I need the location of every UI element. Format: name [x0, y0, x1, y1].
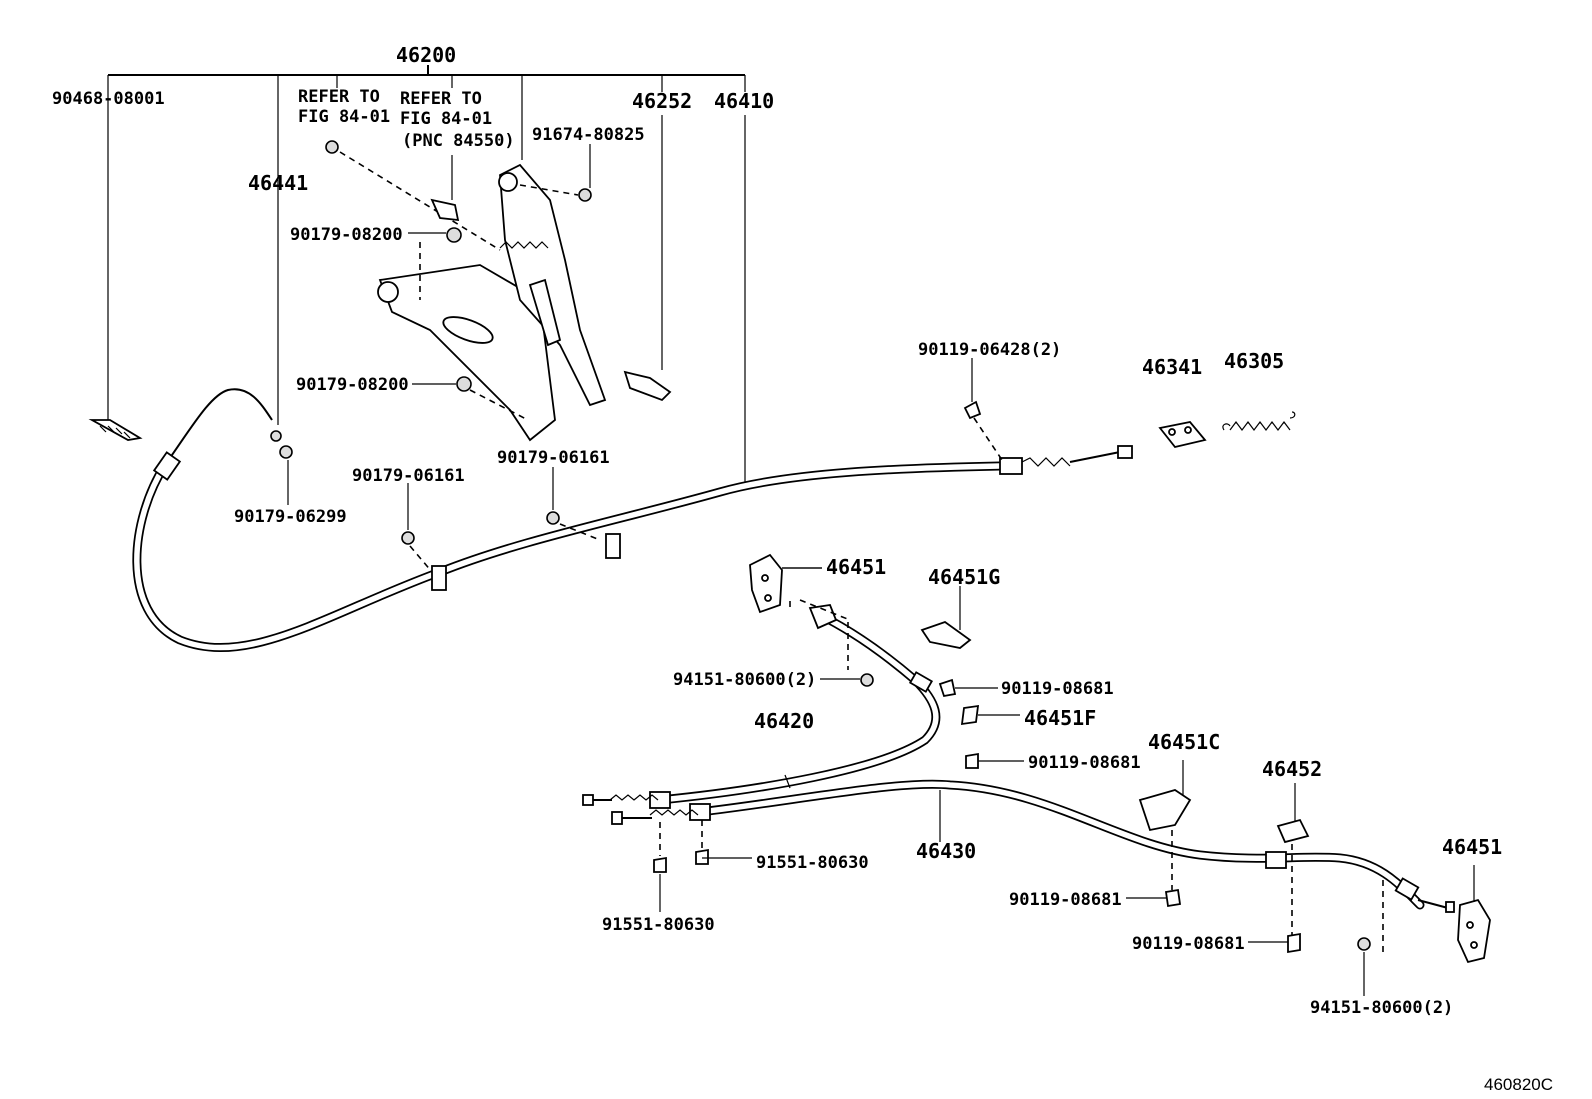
assembly-bracket — [107, 65, 746, 482]
label-90119-06428: 90119-06428(2) — [918, 340, 1061, 360]
label-90179-06161-a: 90179-06161 — [497, 448, 610, 468]
label-91551-80630-b: 91551-80630 — [602, 915, 715, 935]
label-46451G: 46451G — [928, 565, 1000, 589]
label-94151-80600-b: 94151-80600(2) — [1310, 998, 1453, 1018]
leader-lines — [287, 144, 1365, 996]
label-46451C: 46451C — [1148, 730, 1220, 754]
label-46410: 46410 — [714, 89, 774, 113]
label-46200: 46200 — [396, 43, 456, 67]
main-cable-46410 — [132, 388, 1133, 652]
label-46341: 46341 — [1142, 355, 1202, 379]
label-refer-2-line3: (PNC 84550) — [402, 131, 515, 151]
label-46451F: 46451F — [1024, 706, 1096, 730]
label-91551-80630-a: 91551-80630 — [756, 853, 869, 873]
rear-cable-46430 — [611, 779, 1455, 913]
label-refer-1-line1: REFER TO — [298, 87, 380, 107]
drawing-code: 460820C — [1484, 1075, 1553, 1094]
label-46252: 46252 — [632, 89, 692, 113]
label-refer-1-line2: FIG 84-01 — [298, 107, 390, 127]
label-refer-2-line1: REFER TO — [400, 89, 482, 109]
label-46420: 46420 — [754, 709, 814, 733]
label-90179-08200-a: 90179-08200 — [290, 225, 403, 245]
label-90119-08681-c: 90119-08681 — [1009, 890, 1122, 910]
rear-cable-46420 — [582, 599, 941, 809]
label-90179-06299: 90179-06299 — [234, 507, 347, 527]
label-90119-08681-a: 90119-08681 — [1001, 679, 1114, 699]
label-46451-b: 46451 — [1442, 835, 1502, 859]
label-90179-08200-b: 90179-08200 — [296, 375, 409, 395]
label-46452: 46452 — [1262, 757, 1322, 781]
fasteners-top — [270, 140, 1003, 573]
part-labels: 46200 90468-08001 REFER TO FIG 84-01 REF… — [52, 43, 1553, 1094]
label-46430: 46430 — [916, 839, 976, 863]
label-refer-2-line2: FIG 84-01 — [400, 109, 492, 129]
label-46441: 46441 — [248, 171, 308, 195]
label-90119-08681-b: 90119-08681 — [1028, 753, 1141, 773]
equalizer-and-spring — [1158, 411, 1296, 449]
label-46451-a: 46451 — [826, 555, 886, 579]
label-91674-80825: 91674-80825 — [532, 125, 645, 145]
label-90119-08681-d: 90119-08681 — [1132, 934, 1245, 954]
label-90468-08001: 90468-08001 — [52, 89, 165, 109]
label-90179-06161-b: 90179-06161 — [352, 466, 465, 486]
label-46305: 46305 — [1224, 349, 1284, 373]
label-94151-80600-a: 94151-80600(2) — [673, 670, 816, 690]
parking-brake-lever — [88, 163, 672, 442]
rear-brackets — [653, 553, 1491, 964]
